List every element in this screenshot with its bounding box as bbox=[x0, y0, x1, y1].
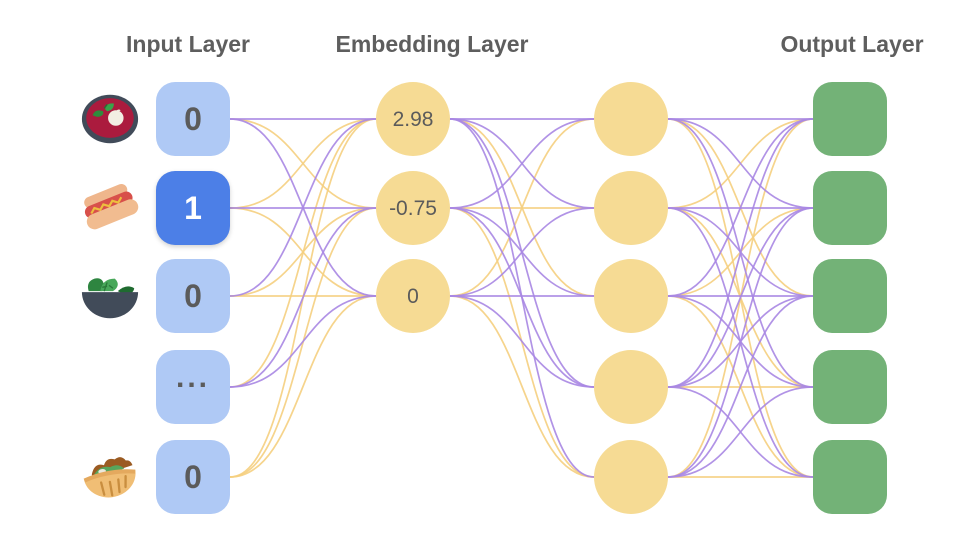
node-output-0 bbox=[813, 82, 887, 156]
edge-hidden-4-output-3 bbox=[667, 386, 814, 478]
node-label: 0 bbox=[184, 278, 202, 314]
edge-input-2-embedding-0 bbox=[229, 118, 377, 297]
node-hidden-0 bbox=[594, 82, 668, 156]
pita-icon bbox=[79, 446, 141, 508]
edge-hidden-3-output-1 bbox=[667, 207, 814, 388]
hot-dog-icon bbox=[79, 177, 141, 239]
node-embedding-1: -0.75 bbox=[376, 171, 450, 245]
edge-embedding-2-hidden-3 bbox=[449, 295, 595, 388]
node-embedding-2: 0 bbox=[376, 259, 450, 333]
output-layer-title: Output Layer bbox=[780, 31, 924, 57]
edge-hidden-4-output-1 bbox=[667, 207, 814, 478]
node-hidden-1 bbox=[594, 171, 668, 245]
edge-hidden-0-output-1 bbox=[667, 118, 814, 209]
node-label: 2.98 bbox=[392, 107, 434, 131]
node-label: ... bbox=[175, 361, 210, 394]
edge-hidden-4-output-2 bbox=[667, 295, 814, 478]
soup-bowl-icon bbox=[79, 88, 141, 150]
node-input-2: 0 bbox=[156, 259, 230, 333]
edge-input-3-embedding-0 bbox=[229, 118, 377, 388]
node-hidden-4 bbox=[594, 440, 668, 514]
edge-embedding-2-hidden-1 bbox=[449, 207, 595, 297]
node-label: -0.75 bbox=[389, 196, 437, 220]
node-label: 0 bbox=[407, 284, 419, 308]
node-label: 0 bbox=[184, 459, 202, 495]
edge-input-3-embedding-1 bbox=[229, 207, 377, 388]
input-layer-title: Input Layer bbox=[126, 31, 250, 57]
edge-embedding-1-hidden-3 bbox=[449, 207, 595, 388]
node-label: 1 bbox=[184, 190, 202, 226]
node-output-2 bbox=[813, 259, 887, 333]
node-input-4: 0 bbox=[156, 440, 230, 514]
node-input-0: 0 bbox=[156, 82, 230, 156]
node-input-3: ... bbox=[156, 350, 230, 424]
node-output-3 bbox=[813, 350, 887, 424]
edge-input-3-embedding-2 bbox=[229, 295, 377, 388]
edge-hidden-3-output-0 bbox=[667, 118, 814, 388]
edge-hidden-2-output-0 bbox=[667, 118, 814, 297]
edge-embedding-2-hidden-4 bbox=[449, 295, 595, 478]
node-output-1 bbox=[813, 171, 887, 245]
node-hidden-2 bbox=[594, 259, 668, 333]
node-hidden-3 bbox=[594, 350, 668, 424]
embedding-layer-title: Embedding Layer bbox=[335, 31, 529, 57]
node-input-1: 1 bbox=[156, 171, 230, 245]
salad-icon bbox=[79, 265, 141, 327]
edge-embedding-2-hidden-0 bbox=[449, 118, 595, 297]
edge-embedding-1-hidden-0 bbox=[449, 118, 595, 209]
node-label: 0 bbox=[184, 101, 202, 137]
edge-input-4-embedding-2 bbox=[229, 295, 377, 478]
node-output-4 bbox=[813, 440, 887, 514]
node-embedding-0: 2.98 bbox=[376, 82, 450, 156]
edge-input-1-embedding-0 bbox=[229, 118, 377, 209]
